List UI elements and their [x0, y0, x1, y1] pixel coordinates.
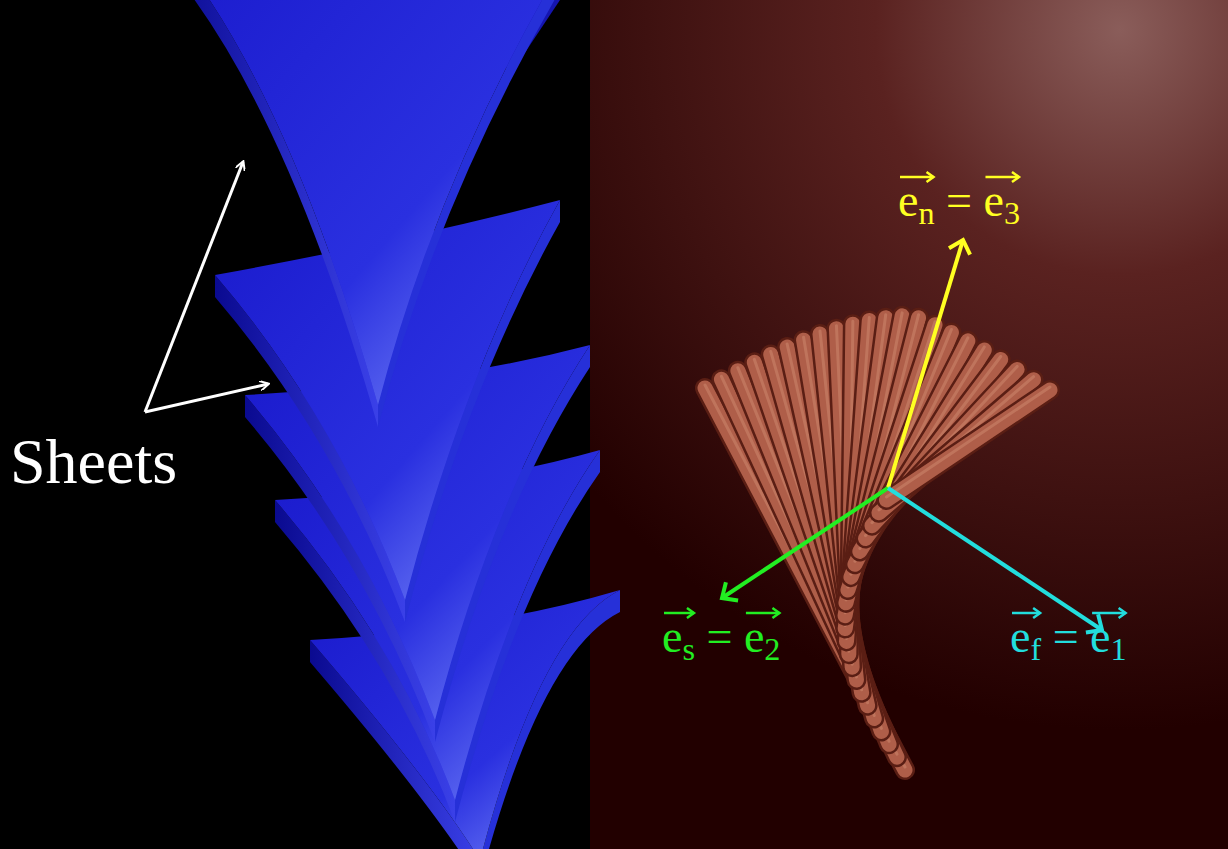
- axis-label: ef = e1: [1010, 614, 1127, 665]
- axis-label: en = e3: [898, 178, 1020, 229]
- axis-label: es = e2: [662, 614, 780, 665]
- sheets-label: Sheets: [10, 430, 177, 494]
